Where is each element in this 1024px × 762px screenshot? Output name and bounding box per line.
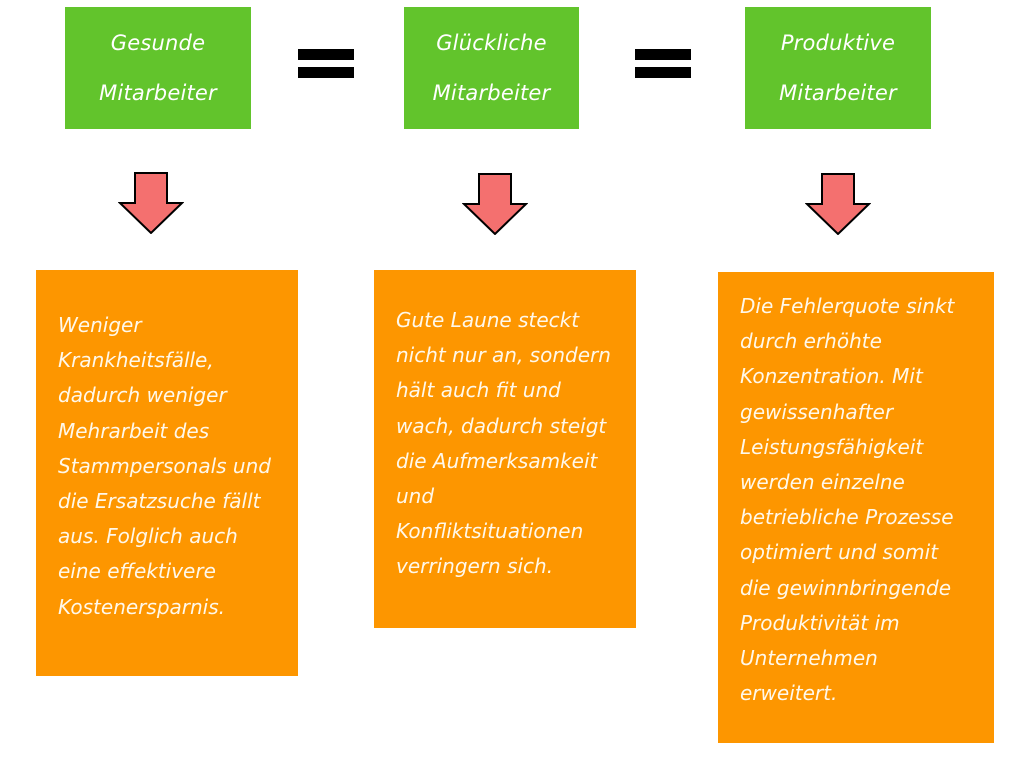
arrow-down-icon (805, 173, 871, 235)
detail-text: Gute Laune steckt nicht nur an, sondern … (396, 308, 611, 579)
detail-text: Die Fehlerquote sinkt durch erhöhte Konz… (740, 294, 955, 706)
detail-box-gesunde: Weniger Krankheitsfälle, dadurch weniger… (36, 270, 298, 676)
box-title-line1: Produktive (780, 31, 896, 55)
detail-box-produktive: Die Fehlerquote sinkt durch erhöhte Konz… (718, 272, 994, 743)
box-title-line1: Glückliche (436, 31, 547, 55)
box-title-line1: Gesunde (110, 31, 206, 55)
arrow-down-icon (118, 172, 184, 234)
detail-box-glueckliche: Gute Laune steckt nicht nur an, sondern … (374, 270, 636, 628)
arrow-down-icon (462, 173, 528, 235)
box-produktive-mitarbeiter: Produktive Mitarbeiter (745, 7, 931, 129)
box-gesunde-mitarbeiter: Gesunde Mitarbeiter (65, 7, 251, 129)
detail-text: Weniger Krankheitsfälle, dadurch weniger… (58, 313, 271, 619)
box-title-line2: Mitarbeiter (99, 81, 217, 105)
box-title-line2: Mitarbeiter (779, 81, 897, 105)
box-glueckliche-mitarbeiter: Glückliche Mitarbeiter (404, 7, 579, 129)
box-title-line2: Mitarbeiter (432, 81, 551, 105)
